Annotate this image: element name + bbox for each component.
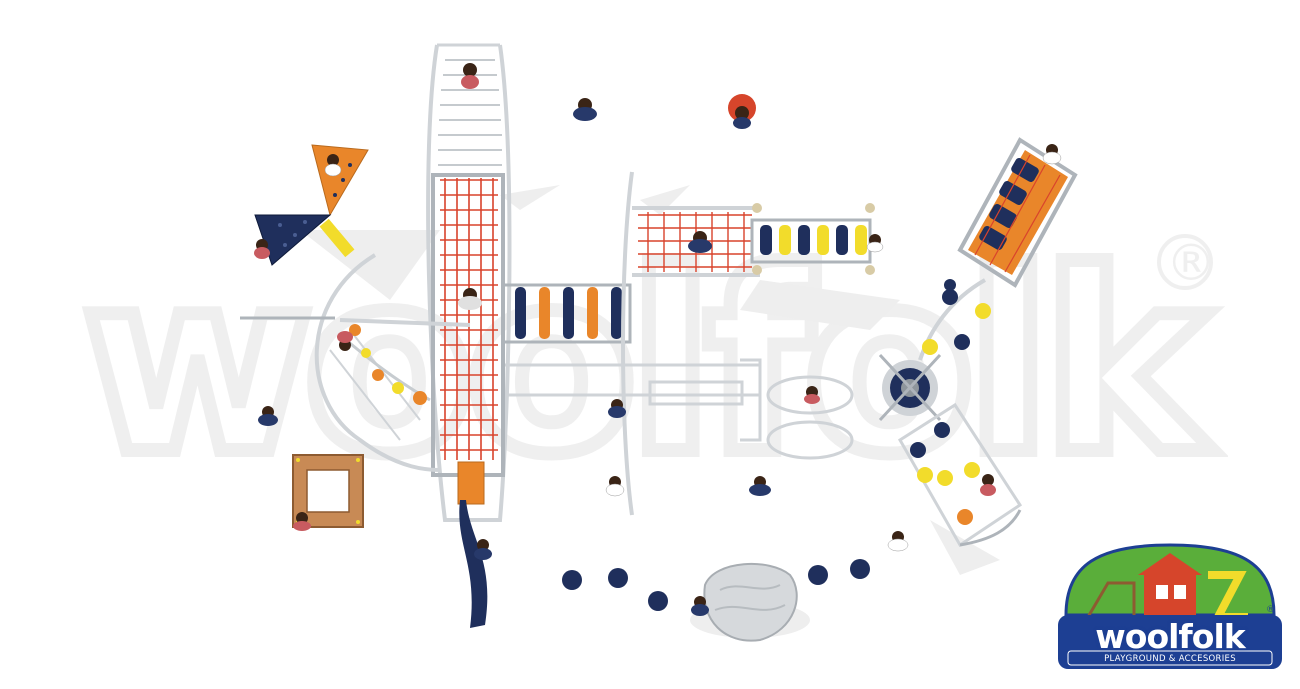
child-triangle	[324, 154, 342, 177]
upper-roller-bridge	[750, 203, 875, 275]
child-oval-deck	[804, 386, 820, 404]
child-left-walking	[258, 406, 278, 426]
climbing-net	[440, 178, 498, 460]
child-middle-walking	[749, 476, 771, 496]
child-diagonal-tower	[1042, 144, 1062, 165]
child-sandbox	[293, 512, 311, 531]
child-top-ladder	[461, 63, 479, 89]
children-figures	[254, 63, 1062, 616]
logo-registered-mark: ®	[1266, 605, 1275, 615]
child-triangle-2	[254, 239, 270, 259]
child-spinner	[733, 106, 751, 129]
child-lower-deck	[608, 399, 626, 418]
left-wing-frame	[240, 253, 471, 472]
second-tower	[505, 171, 760, 516]
stepping-stones	[562, 559, 870, 611]
climbing-boulder	[703, 562, 798, 642]
lower-deck	[648, 358, 854, 460]
child-second-tower	[605, 476, 625, 497]
slide	[459, 500, 488, 628]
stepping-disks-path	[918, 278, 991, 361]
sandbox	[292, 454, 364, 528]
child-left-arc	[337, 331, 353, 351]
lower-right-ladder	[897, 402, 1023, 548]
child-upper-bridge	[866, 234, 884, 253]
child-right-ladder	[980, 474, 996, 496]
logo-graphic	[1058, 543, 1282, 669]
triangle-climbers	[254, 144, 369, 266]
watermark-registered-circle	[1157, 234, 1213, 290]
child-net	[458, 288, 482, 310]
child-top-walking	[573, 98, 597, 121]
watermark-registered-mark: ®	[1166, 234, 1216, 292]
woolfolk-logo: woolfolk PLAYGROUND & ACCESORIES ®	[1058, 535, 1282, 669]
child-slide	[474, 539, 492, 560]
child-upper-net	[688, 231, 712, 253]
logo-brand-name: woolfolk	[1095, 617, 1245, 656]
logo-tagline: PLAYGROUND & ACCESORIES	[1104, 654, 1236, 664]
child-right-walking	[887, 531, 909, 552]
tower-platform	[457, 461, 485, 505]
roller-bridge	[501, 283, 632, 344]
child-boulder	[691, 596, 709, 616]
spinner-tower	[878, 353, 942, 422]
